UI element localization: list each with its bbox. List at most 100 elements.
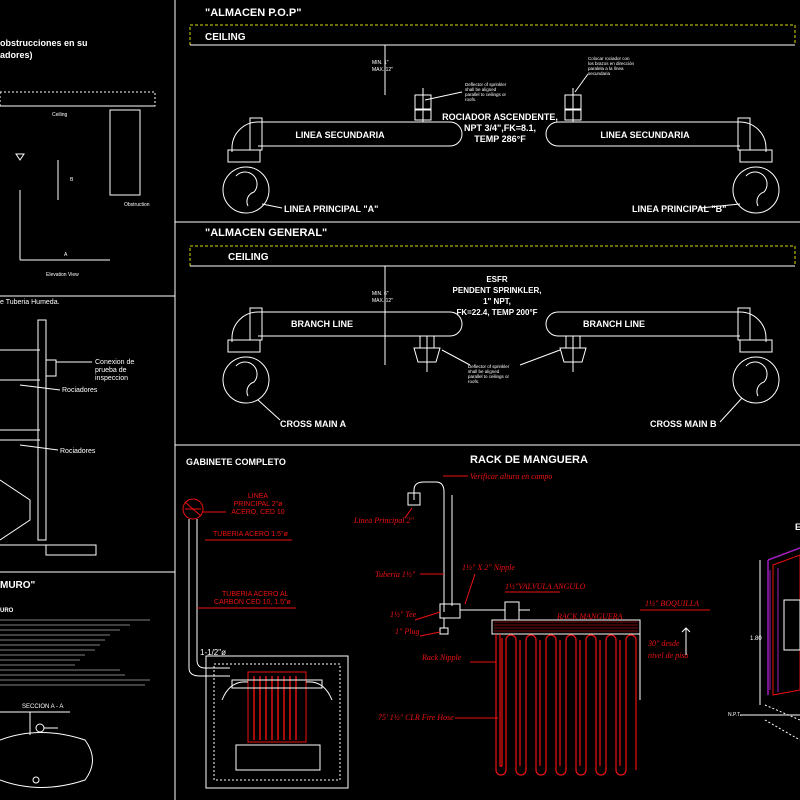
pop-note-left-3: parallel to ceilings or: [465, 92, 507, 97]
pop-title: "ALMACEN P.O.P": [205, 7, 301, 19]
pop-spec-1: ROCIADOR ASCENDENTE,: [442, 112, 558, 122]
pop-ceiling-label: CEILING: [205, 32, 246, 43]
pop-pipe-left: [222, 117, 463, 214]
obs-dim-a: A: [64, 252, 68, 258]
wet-riser: [0, 319, 97, 556]
panel-rack: RACK DE MANGUERA Verificar altura en cam…: [353, 454, 710, 776]
rack-tuberia: Tuberia 1½": [375, 570, 416, 579]
rack-linea-principal: Linea Principal 2": [353, 516, 414, 525]
gen-main-right-label: CROSS MAIN B: [650, 419, 717, 429]
obs-block: [109, 109, 141, 196]
box-npt: N.P.T.: [728, 712, 741, 718]
wet-rociadores-2: Rociadores: [60, 448, 96, 455]
wet-rociadores-1: Rociadores: [62, 387, 98, 394]
rack-desde-2: nivel de piso: [648, 651, 688, 660]
gen-note-3: parallel to ceilings or: [468, 374, 510, 379]
pop-dim-min: MIN. 1": [372, 60, 389, 66]
obs-ceiling: Ceiling: [52, 112, 68, 118]
gab-cabinet: [205, 655, 349, 789]
wet-conexion-2: prueba de: [95, 367, 127, 374]
pop-note-right-4: secundaria: [588, 71, 611, 76]
panel-wet-pipe: e Tuberia Humeda. Conexion de prueba de …: [0, 299, 134, 556]
gen-pipe-left: [222, 307, 463, 404]
panel-obstruction: obstrucciones en su adores) Ceiling B A …: [0, 38, 156, 278]
gen-note-1: Deflector of sprinkler: [468, 364, 510, 369]
wet-conexion-1: Conexion de: [95, 359, 134, 366]
obs-view: Elevation View: [46, 272, 79, 278]
rack-title: RACK DE MANGUERA: [470, 454, 588, 466]
gen-dim-min: MIN. 6": [372, 291, 389, 297]
gen-spec-1: ESFR: [486, 275, 508, 284]
gen-note-4: roofs.: [468, 379, 479, 384]
pop-pipe-left-label: LINEA SECUNDARIA: [295, 130, 385, 140]
pop-note-right-2: los brazos en dirección: [588, 61, 635, 66]
obs-title-1: obstrucciones en su: [0, 38, 88, 48]
gab-linea-3: ACERO, CED 10: [231, 509, 284, 516]
pop-note-right-3: paralela a la línea: [588, 66, 624, 71]
rack-plug: 1" Plug: [395, 627, 419, 636]
panel-almacen-general: "ALMACEN GENERAL" CEILING MIN. 6" MAX. 1…: [189, 227, 796, 429]
pop-note-left-4: roofs.: [465, 97, 476, 102]
obs-dim-b: B: [70, 177, 74, 183]
obs-title-2: adores): [0, 50, 33, 60]
pop-spec-3: TEMP 286°F: [474, 134, 526, 144]
panel-box: E 1.80 N.P.T.: [728, 522, 800, 741]
gen-spec-2: PENDENT SPRINKLER,: [453, 286, 542, 295]
gab-carbon-1: TUBERIA ACERO AL: [222, 591, 289, 598]
gen-note-2: shall be aligned: [468, 369, 500, 374]
rack-verificar: Verificar altura en campo: [470, 472, 552, 481]
gen-pipe-right-label: BRANCH LINE: [583, 319, 645, 329]
gen-dim-max: MAX. 12": [372, 298, 393, 304]
gab-pipe: [188, 519, 230, 677]
pop-pipe-right-label: LINEA SECUNDARIA: [600, 130, 690, 140]
rack-manguera-label: RACK MANGUERA: [556, 612, 623, 621]
gab-carbon-2: CARBON CED 10, 1.5"ø: [214, 599, 292, 606]
panel-almacen-pop: "ALMACEN P.O.P" CEILING MIN. 1" MAX. 12"…: [189, 7, 796, 214]
gab-linea-2: PRINCIPAL 2"ø: [234, 501, 283, 508]
rack-nipple-label: Rack Nipple: [421, 653, 462, 662]
pop-main-right-label: LINEA PRINCIPAL "B": [632, 204, 726, 214]
muro-title: MURO": [0, 580, 36, 591]
box-letter: E: [795, 522, 800, 532]
obs-obstruction: Obstruction: [124, 202, 150, 208]
pop-dim-max: MAX. 12": [372, 67, 393, 73]
gen-sprinkler-right-icon: [559, 335, 587, 372]
muro-section: [0, 711, 93, 788]
gab-tuberia-acero: TUBERIA ACERO 1.5"ø: [213, 531, 289, 538]
pop-ceiling-slab: [189, 24, 796, 46]
pop-pipe-right: [545, 117, 780, 214]
pop-spec-2: NPT 3/4",FK=8.1,: [464, 123, 536, 133]
gen-main-left-label: CROSS MAIN A: [280, 419, 347, 429]
gen-title: "ALMACEN GENERAL": [205, 227, 327, 239]
rack-boquilla: 1½" BOQUILLA: [645, 599, 699, 608]
gen-pipe-left-label: BRANCH LINE: [291, 319, 353, 329]
gen-ceiling-label: CEILING: [228, 252, 269, 263]
muro-note-lines: [0, 619, 150, 686]
muro-seccion: SECCION A - A: [22, 704, 63, 710]
pop-main-left-label: LINEA PRINCIPAL "A": [284, 204, 378, 214]
rack-riser: [407, 481, 530, 635]
rack-valvula: 1½"VALVULA ANGULO: [505, 582, 586, 591]
gab-title: GABINETE COMPLETO: [186, 457, 286, 467]
gen-pipe-right: [545, 307, 780, 404]
obs-ceiling-hatch: [0, 91, 156, 107]
rack-hose: 75' 1½" CLR Fire Hose: [378, 713, 454, 722]
panel-muro: MURO" URO SECCION A - A: [0, 580, 150, 788]
panel-gabinete: GABINETE COMPLETO LINEA PRINCIPAL 2"ø AC…: [182, 457, 349, 789]
wet-title: e Tuberia Humeda.: [0, 299, 60, 306]
rack-hose-rack: [491, 619, 641, 776]
pop-sprinkler-left-icon: [414, 88, 432, 122]
muro-note-head: URO: [0, 608, 14, 614]
pop-note-left-1: Deflector of sprinkler: [465, 82, 507, 87]
gen-ceiling-slab: [189, 245, 796, 267]
rack-tee: 1½" Tee: [390, 610, 417, 619]
pop-sprinkler-right-icon: [564, 88, 582, 122]
box-height: 1.80: [750, 636, 762, 642]
gab-linea-1: LINEA: [248, 493, 269, 500]
rack-nipple: 1½" X 2" Nipple: [462, 563, 515, 572]
gen-spec-3: 1" NPT,: [483, 297, 511, 306]
gab-main-pipe-icon: [182, 498, 204, 520]
pop-note-left-2: shall be aligned: [465, 87, 497, 92]
rack-desde-1: 30" desde: [647, 639, 680, 648]
